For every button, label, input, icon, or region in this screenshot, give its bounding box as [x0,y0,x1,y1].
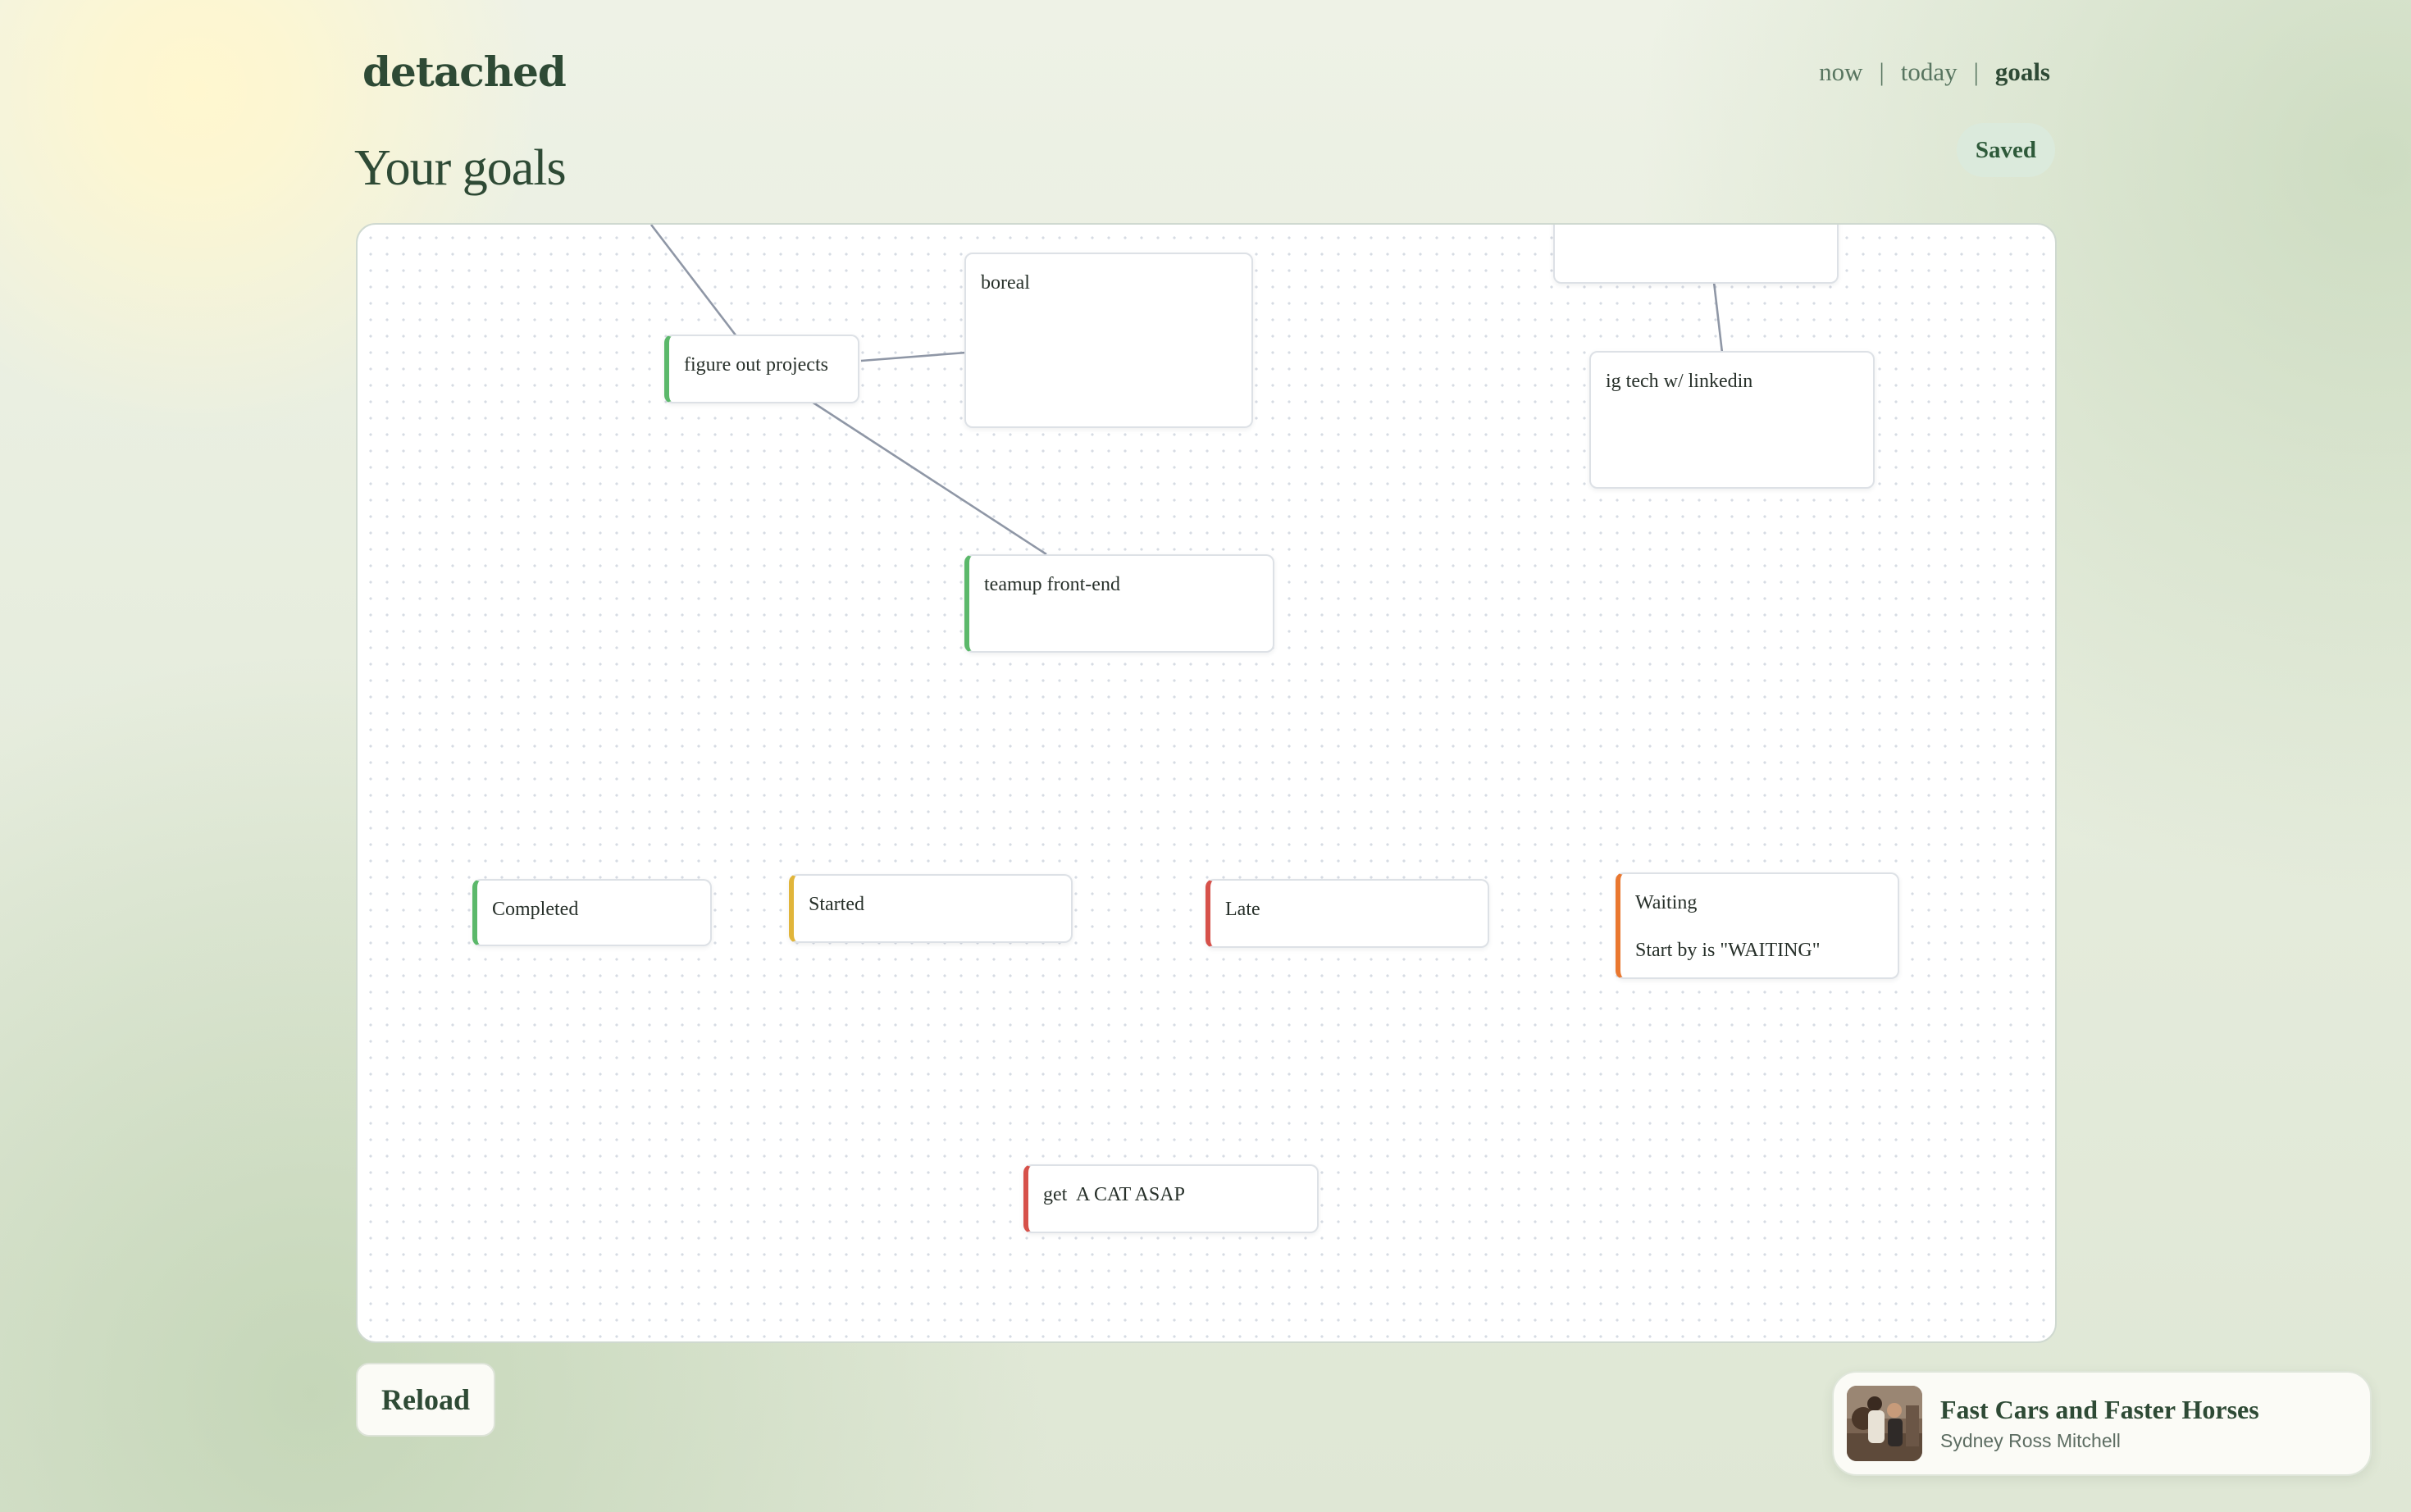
legend-label: Late [1225,899,1260,920]
goal-title: teamup front-end [984,574,1120,595]
goals-canvas[interactable]: figure out projects boreal teamup front-… [356,223,2057,1343]
now-playing-widget[interactable]: Fast Cars and Faster Horses Sydney Ross … [1832,1371,2372,1476]
page-title: Your goals [354,140,567,196]
edge-top-card-to-ig-tech [1712,281,1724,353]
track-artist: Sydney Ross Mitchell [1940,1430,2121,1451]
saved-status-badge: Saved [1957,123,2055,177]
album-art-icon [1847,1386,1922,1461]
goal-card-get-a-cat[interactable]: get A CAT ASAP [1023,1164,1319,1233]
nav-goals[interactable]: goals [1994,57,2050,86]
legend-label: Waiting [1635,892,1698,913]
legend-label: Started [809,894,864,915]
app-brand[interactable]: detached [362,48,567,96]
legend-card-completed[interactable]: Completed [472,879,712,946]
nav-separator: | [1973,57,1979,86]
edge-offscreen-to-figure-out-projects [649,225,738,337]
reload-button[interactable]: Reload [356,1363,495,1437]
goal-card-teamup-front-end[interactable]: teamup front-end [964,554,1274,653]
nav-separator: | [1879,57,1885,86]
goal-title: figure out projects [684,354,828,376]
goal-card-figure-out-projects[interactable]: figure out projects [664,335,859,403]
legend-card-waiting[interactable]: Waiting Start by is "WAITING" [1616,872,1899,979]
nav-now[interactable]: now [1819,57,1863,86]
legend-label: Completed [492,899,579,920]
goal-title: ig tech w/ linkedin [1606,371,1753,392]
goal-card-ig-tech-linkedin[interactable]: ig tech w/ linkedin [1589,351,1875,489]
goal-title: get A CAT ASAP [1043,1184,1185,1205]
legend-note: Start by is "WAITING" [1635,940,1821,961]
goal-title: boreal [981,272,1030,294]
track-title: Fast Cars and Faster Horses [1940,1395,2259,1424]
legend-card-started[interactable]: Started [789,874,1073,943]
goal-card-boreal[interactable]: boreal [964,253,1253,428]
legend-card-late[interactable]: Late [1206,879,1489,948]
top-nav: now | today | goals [1819,57,2050,87]
track-info: Fast Cars and Faster Horses Sydney Ross … [1940,1395,2259,1452]
goal-card-top-right[interactable] [1553,225,1839,284]
nav-today[interactable]: today [1900,57,1958,86]
edge-figure-out-projects-to-boreal [860,351,967,362]
